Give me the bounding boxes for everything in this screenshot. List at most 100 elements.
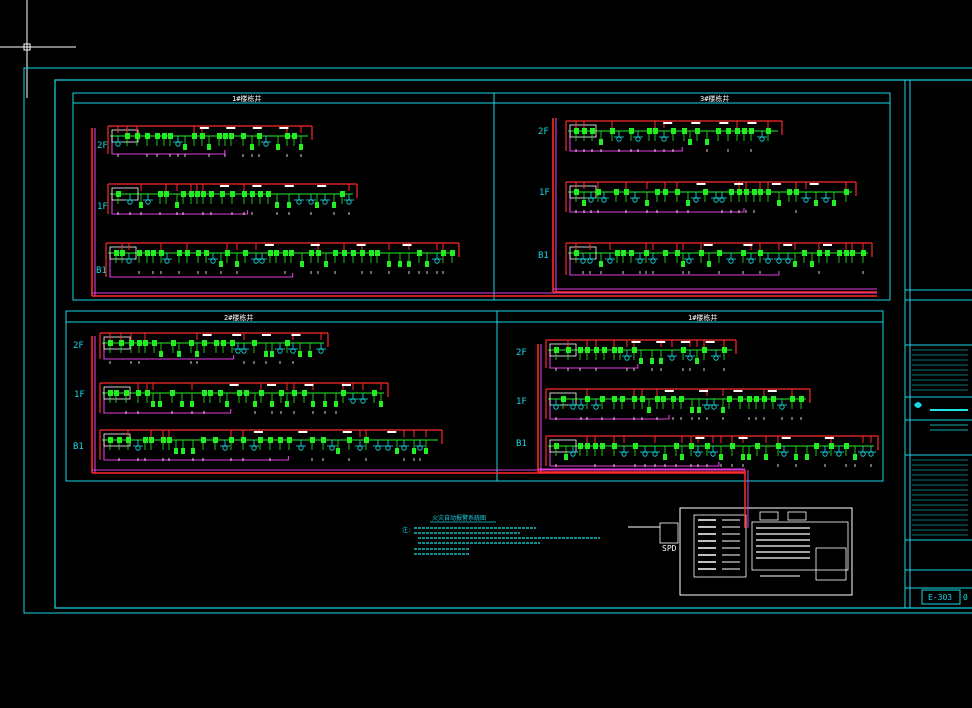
device-symbol [230, 340, 235, 346]
panel-title-1: 1#楼栋井 [232, 94, 261, 103]
label-mark [705, 341, 715, 343]
label-mark [631, 341, 641, 343]
detector-symbol [593, 404, 599, 410]
label-mark [199, 127, 209, 129]
device-symbol [640, 396, 645, 402]
detector-symbol [711, 404, 717, 410]
device-symbol [200, 133, 205, 139]
panel-frame-4 [496, 310, 884, 482]
detector-symbol [779, 404, 785, 410]
device-symbol [594, 347, 599, 353]
module-symbol [315, 202, 319, 208]
module-symbol [195, 351, 199, 357]
device-symbol [755, 443, 760, 449]
label-mark [342, 431, 352, 433]
device-symbol [129, 340, 134, 346]
device-symbol [585, 347, 590, 353]
device-symbol [814, 443, 819, 449]
notes-block: 火灾自动报警系统图 注: [402, 514, 600, 555]
module-symbol [250, 144, 254, 150]
device-symbol [794, 189, 799, 195]
device-symbol [125, 133, 130, 139]
module-symbol [308, 351, 312, 357]
detector-symbol [616, 136, 622, 142]
module-symbol [690, 407, 694, 413]
device-symbol [287, 437, 292, 443]
label-mark [781, 437, 791, 439]
detector-symbol [661, 136, 667, 142]
detector-symbol [632, 197, 638, 203]
device-symbol [321, 437, 326, 443]
detector-symbol [587, 258, 593, 264]
detector-symbol [290, 348, 296, 354]
module-symbol [275, 202, 279, 208]
device-symbol [861, 250, 866, 256]
schematic-row [99, 429, 443, 461]
device-symbol [204, 250, 209, 256]
notes-prefix: 注: [402, 526, 412, 534]
device-symbol [771, 396, 776, 402]
device-symbol [829, 443, 834, 449]
detector-symbol [210, 258, 216, 264]
device-symbol [220, 191, 225, 197]
device-symbol [229, 133, 234, 139]
device-symbol [612, 347, 617, 353]
module-symbol [407, 261, 411, 267]
device-symbol [170, 390, 175, 396]
detector-symbol [127, 199, 133, 205]
device-symbol [730, 443, 735, 449]
device-symbol [661, 396, 666, 402]
device-symbol [574, 189, 579, 195]
module-symbol [264, 351, 268, 357]
device-symbol [250, 191, 255, 197]
device-symbol [209, 191, 214, 197]
module-symbol [425, 261, 429, 267]
label-mark [734, 183, 744, 185]
device-symbol [192, 133, 197, 139]
device-symbol [766, 128, 771, 134]
module-symbol [650, 358, 654, 364]
floor-label: 1F [97, 202, 108, 212]
device-symbol [762, 396, 767, 402]
device-symbol [149, 437, 154, 443]
detector-symbol [687, 355, 693, 361]
device-symbol [615, 250, 620, 256]
device-symbol [342, 250, 347, 256]
label-mark [743, 244, 753, 246]
device-symbol [347, 437, 352, 443]
module-symbol [647, 407, 651, 413]
label-mark [747, 122, 757, 124]
device-symbol [596, 189, 601, 195]
floor-label: B1 [73, 442, 84, 452]
device-symbol [585, 396, 590, 402]
module-symbol [379, 401, 383, 407]
device-symbol [705, 443, 710, 449]
device-symbol [612, 443, 617, 449]
detector-symbol [776, 258, 782, 264]
device-symbol [441, 250, 446, 256]
module-symbol [424, 448, 428, 454]
module-symbol [777, 200, 781, 206]
device-symbol [717, 250, 722, 256]
device-symbol [644, 250, 649, 256]
detector-symbol [601, 197, 607, 203]
module-symbol [747, 454, 751, 460]
device-symbol [681, 347, 686, 353]
device-symbol [632, 396, 637, 402]
detector-symbol [578, 404, 584, 410]
device-symbol [671, 396, 676, 402]
device-symbol [135, 133, 140, 139]
label-mark [310, 244, 320, 246]
device-symbol [229, 437, 234, 443]
detector-symbol [222, 445, 228, 451]
device-symbol [624, 189, 629, 195]
device-symbol [237, 390, 242, 396]
device-symbol [632, 347, 637, 353]
device-symbol [189, 191, 194, 197]
module-symbol [680, 454, 684, 460]
schematic-row [565, 181, 857, 213]
device-symbol [151, 250, 156, 256]
company-logo-icon [914, 402, 922, 408]
device-symbol [590, 128, 595, 134]
